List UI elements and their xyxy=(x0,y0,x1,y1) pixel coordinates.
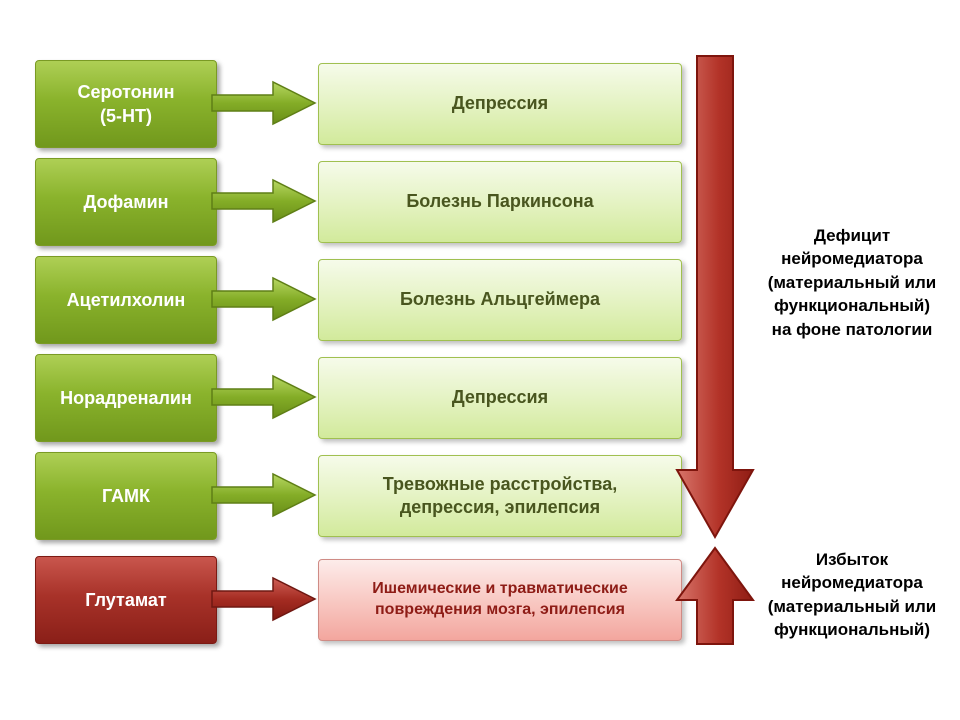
disease-box: Ишемические и травматические повреждения… xyxy=(318,559,682,641)
flow-arrow xyxy=(211,80,317,126)
flow-arrow xyxy=(211,276,317,322)
neurotransmitter-box: Дофамин xyxy=(35,158,217,246)
diagram-row: Глутамат Ишемические и травматические по… xyxy=(0,556,960,644)
disease-box: Болезнь Паркинсона xyxy=(318,161,682,243)
disease-box: Тревожные расстройства, депрессия, эпиле… xyxy=(318,455,682,537)
neurotransmitter-box: Норадреналин xyxy=(35,354,217,442)
flow-arrow xyxy=(211,374,317,420)
neurotransmitter-box: ГАМК xyxy=(35,452,217,540)
disease-box: Депрессия xyxy=(318,357,682,439)
neurotransmitter-box: Серотонин (5-HT) xyxy=(35,60,217,148)
flow-arrow xyxy=(211,576,317,622)
excess-label: Избыток нейромедиатора (материальный или… xyxy=(767,550,937,640)
neurotransmitter-box: Ацетилхолин xyxy=(35,256,217,344)
disease-box: Болезнь Альцгеймера xyxy=(318,259,682,341)
diagram-row: ГАМК Тревожные расстройства, депрессия, … xyxy=(0,452,960,540)
flow-arrow xyxy=(211,178,317,224)
diagram-row: Дофамин Болезнь Паркинсона xyxy=(0,158,960,246)
flow-arrow xyxy=(211,472,317,518)
excess-up-arrow xyxy=(675,546,755,645)
deficit-label: Дефицит нейромедиатора (материальный или… xyxy=(767,226,937,339)
neurotransmitter-box: Глутамат xyxy=(35,556,217,644)
diagram-row: Норадреналин Депрессия xyxy=(0,354,960,442)
diagram-row: Серотонин (5-HT) Депрессия xyxy=(0,60,960,148)
disease-box: Депрессия xyxy=(318,63,682,145)
deficit-down-arrow xyxy=(675,55,755,540)
diagram-row: Ацетилхолин Болезнь Альцгеймера xyxy=(0,256,960,344)
